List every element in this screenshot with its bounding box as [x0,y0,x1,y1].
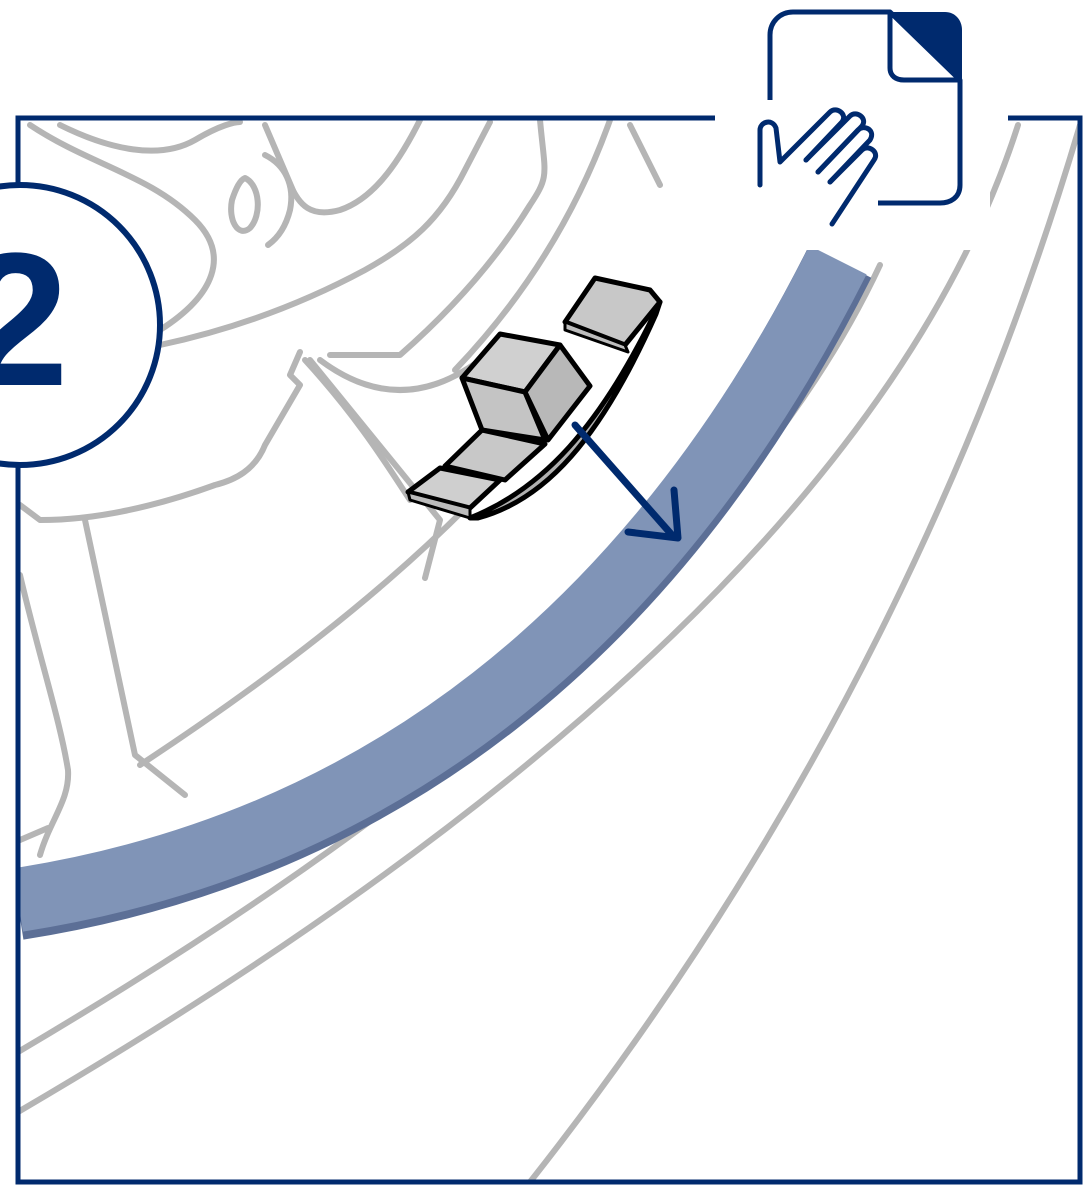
spoke-mid-inner [310,360,440,578]
spoke-upper-left-edge [330,120,544,355]
hand-on-document-icon [720,0,990,250]
hub-contour [290,120,420,212]
hub-top-curve [60,122,240,151]
spoke-lower-far [20,575,68,855]
spoke-window-curve [160,122,490,345]
spoke-lower-left [85,520,185,795]
lug-hole [231,178,258,231]
step-badge: 2 [0,185,160,465]
spoke-window-edge [320,360,480,390]
step-number: 2 [0,214,69,426]
tire-inner-arc [18,125,1018,1112]
lug-arc [265,155,291,245]
spoke-upper-right [630,125,660,185]
